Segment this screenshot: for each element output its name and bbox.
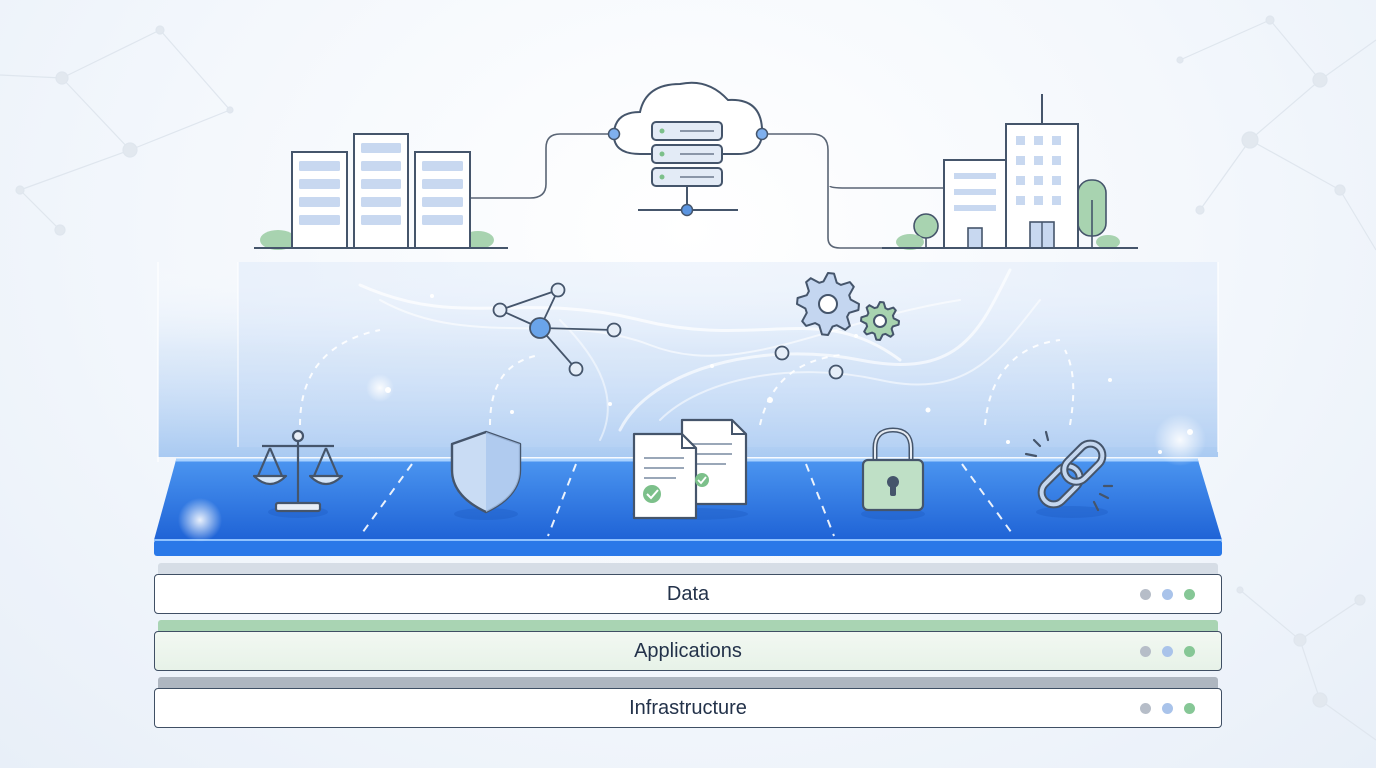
gears-icon [796,272,900,341]
indicator-dot-green [1184,702,1195,714]
layer-lip-infrastructure [158,677,1218,689]
scales-icon [252,429,344,518]
chain-link-icon [1024,430,1114,518]
indicator-dot-gray [1140,645,1151,657]
padlock-icon [861,427,925,520]
layer-label-data: Data [666,582,710,605]
background-network-mesh [0,15,1376,741]
layer-label-infrastructure: Infrastructure [629,696,747,719]
cloud-server-icon [607,81,769,217]
indicator-dot-green [1184,645,1195,657]
dashed-flow-lines [299,329,1075,426]
layer-label-applications: Applications [634,639,742,662]
layer-indicator-dots [1140,632,1195,670]
layer-lip-applications [158,620,1218,632]
indicator-dot-green [1184,588,1195,600]
indicator-dot-blue [1162,702,1173,714]
office-building-icon [882,94,1138,250]
layer-indicator-dots [1140,575,1195,613]
floating-nodes [774,345,844,380]
indicator-dot-blue [1162,645,1173,657]
connector-lines [470,133,944,249]
layer-applications: Applications [154,631,1222,671]
glow-spots [178,374,1206,542]
network-nodes-icon [492,282,622,377]
layer-infrastructure: Infrastructure [154,688,1222,728]
layer-indicator-dots [1140,689,1195,727]
indicator-dot-blue [1162,588,1173,600]
documents-check-icon [632,418,748,520]
indicator-dot-gray [1140,702,1151,714]
indicator-dot-gray [1140,588,1151,600]
server-rack-icon [254,133,508,250]
layer-data: Data [154,574,1222,614]
layer-lip-data [158,563,1218,575]
shield-icon [450,430,522,520]
glass-panel [157,262,1219,462]
